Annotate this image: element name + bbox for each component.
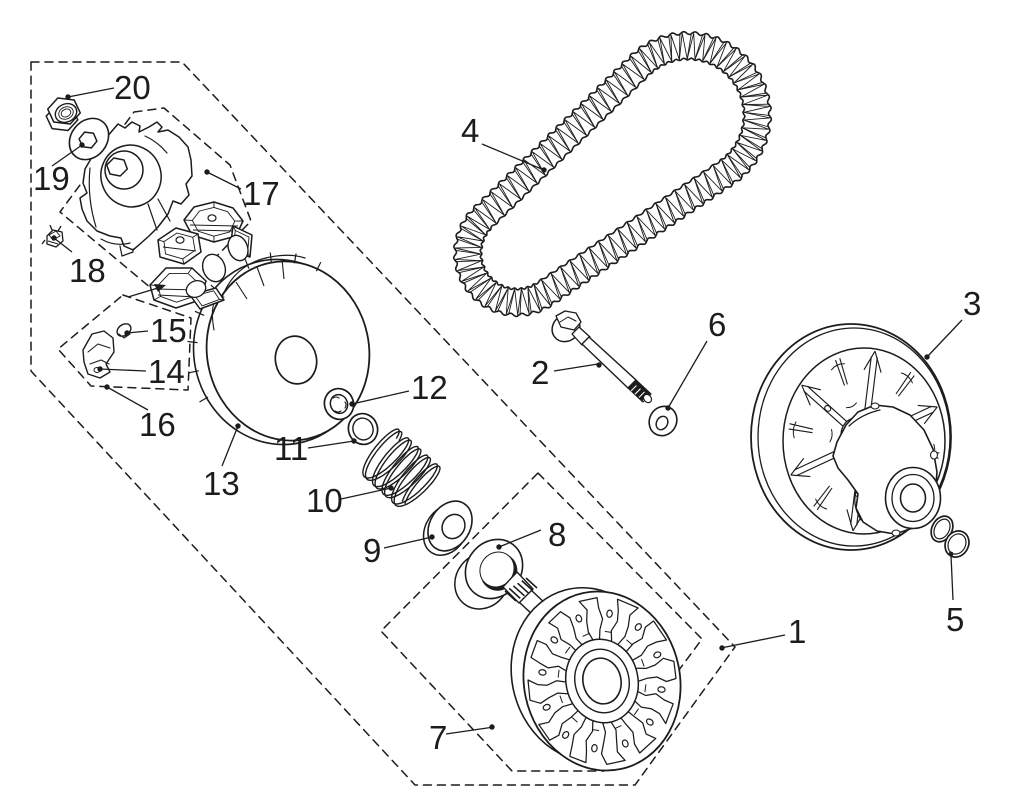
svg-text:5: 5 — [946, 601, 964, 638]
svg-text:2: 2 — [531, 354, 549, 391]
svg-text:20: 20 — [114, 69, 151, 106]
svg-text:8: 8 — [548, 516, 566, 553]
svg-text:19: 19 — [33, 160, 70, 197]
svg-text:16: 16 — [139, 406, 176, 443]
svg-text:11: 11 — [274, 430, 308, 467]
svg-text:4: 4 — [461, 112, 479, 149]
svg-text:1: 1 — [788, 613, 806, 650]
svg-text:14: 14 — [148, 353, 185, 390]
svg-text:9: 9 — [363, 532, 381, 569]
svg-text:6: 6 — [708, 306, 726, 343]
svg-text:13: 13 — [203, 465, 240, 502]
svg-text:7: 7 — [429, 719, 447, 756]
svg-text:18: 18 — [69, 252, 106, 289]
svg-text:15: 15 — [150, 312, 187, 349]
svg-text:3: 3 — [963, 285, 981, 322]
svg-text:12: 12 — [411, 369, 448, 406]
svg-text:17: 17 — [243, 175, 280, 212]
svg-text:10: 10 — [306, 482, 343, 519]
